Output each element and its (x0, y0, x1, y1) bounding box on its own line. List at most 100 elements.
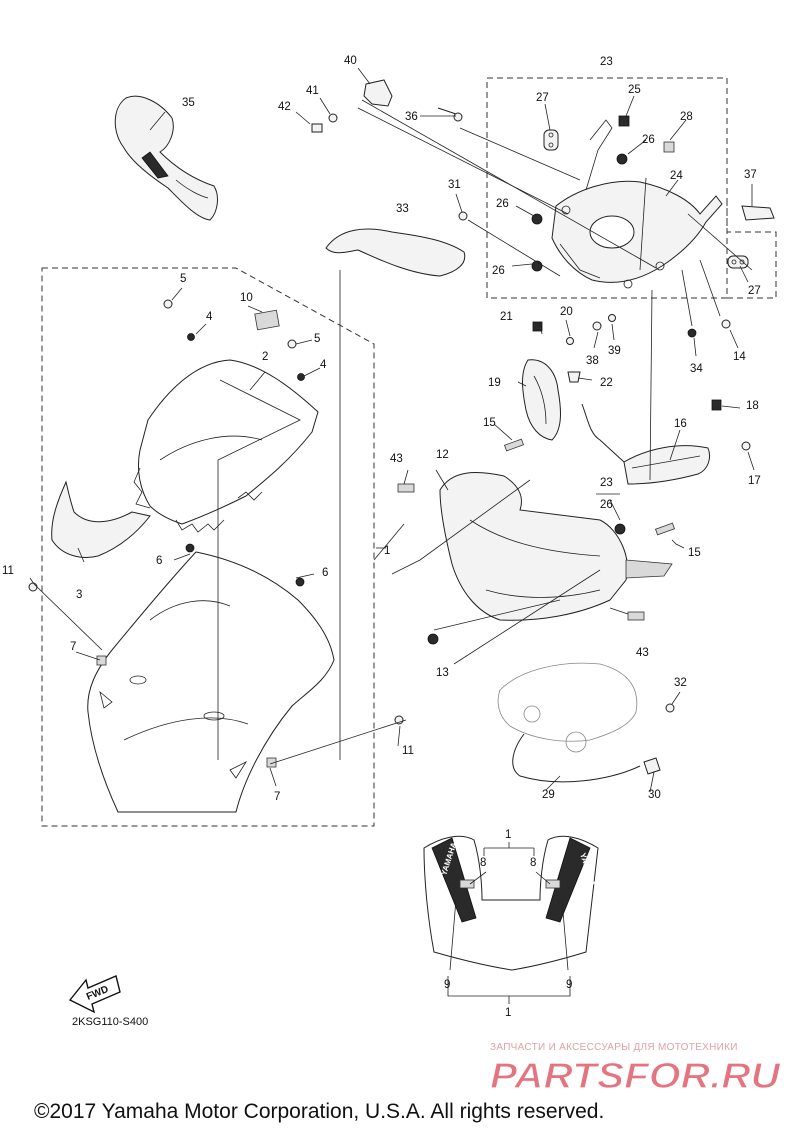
bolt-5 (163, 299, 173, 309)
callout-27: 27 (748, 285, 761, 297)
callout-19: 19 (488, 377, 501, 389)
clip-18 (711, 399, 722, 411)
callout-40: 40 (344, 55, 357, 67)
callout-37: 37 (744, 169, 757, 181)
grommet-4 (187, 333, 195, 341)
nut-21 (532, 321, 543, 332)
callout-26: 26 (492, 265, 505, 277)
bolt-5 (287, 339, 297, 349)
stay-assembly-extension (726, 200, 777, 299)
callout-11: 11 (2, 565, 14, 577)
grommet-13 (427, 633, 439, 645)
sub-lead-30 (643, 757, 661, 775)
callout-27: 27 (536, 92, 549, 104)
inner-stay-12 (439, 472, 673, 621)
callout-11: 11 (402, 745, 414, 757)
windshield (133, 359, 319, 533)
bracket-37 (741, 205, 775, 221)
callout-35: 35 (182, 97, 195, 109)
bolt-41 (328, 113, 338, 123)
callout-13: 13 (436, 667, 449, 679)
collar-28 (663, 141, 675, 153)
callout-36: 36 (405, 111, 418, 123)
callout-43: 43 (636, 647, 649, 659)
callout-26: 26 (496, 198, 509, 210)
callout-33: 33 (396, 203, 409, 215)
callout-15: 15 (688, 547, 701, 559)
callout-20: 20 (560, 306, 573, 318)
callout-4: 4 (206, 311, 213, 323)
bolt-11 (28, 582, 38, 592)
callout-12: 12 (436, 449, 449, 461)
collar-27 (727, 255, 749, 269)
inner-panel (51, 480, 151, 558)
callout-32: 32 (674, 677, 687, 689)
callout-43: 43 (390, 453, 403, 465)
bolt-42 (311, 123, 323, 133)
nut-7 (96, 655, 107, 666)
callout-30: 30 (648, 789, 661, 801)
callout-6: 6 (156, 555, 162, 567)
callout-25: 25 (628, 84, 641, 96)
headlight-reference (497, 662, 638, 753)
callout-22: 22 (600, 377, 613, 389)
callout-26: 26 (642, 134, 655, 146)
copyright-notice: ©2017 Yamaha Motor Corporation, U.S.A. A… (34, 1100, 605, 1123)
bolt-38 (592, 321, 602, 331)
bolt-39 (608, 314, 616, 322)
meter-visor (325, 228, 466, 277)
grommet-26 (531, 260, 543, 272)
callout-7: 7 (70, 641, 76, 653)
cover-16 (581, 403, 711, 485)
pad-10 (254, 309, 280, 331)
callout-3: 3 (76, 589, 82, 601)
watermark-tagline: ЗАПЧАСТИ И АКСЕССУАРЫ ДЛЯ МОТОТЕХНИКИ (490, 1042, 738, 1053)
callout-labels: 35 40 41 42 36 23 27 25 28 26 24 31 26 2… (2, 55, 761, 1019)
bolt-32 (665, 703, 675, 713)
nut-25 (618, 115, 630, 127)
callout-5: 5 (180, 273, 186, 285)
callout-38: 38 (586, 355, 599, 367)
callout-17: 17 (748, 475, 761, 487)
callout-24: 24 (670, 170, 683, 182)
callout-1: 1 (505, 829, 511, 841)
callout-15: 15 (483, 417, 496, 429)
callout-29: 29 (542, 789, 555, 801)
air-duct (522, 359, 561, 441)
damper-43 (627, 611, 645, 621)
grommet-26 (616, 153, 628, 165)
callout-23: 23 (600, 477, 613, 489)
bolt-36 (437, 107, 463, 122)
stay-assembly-boundary (486, 77, 728, 299)
callout-23: 23 (600, 56, 613, 68)
callout-28: 28 (680, 111, 693, 123)
nut-7 (266, 757, 277, 768)
callout-26: 26 (600, 499, 613, 511)
callout-1: 1 (505, 1007, 511, 1019)
callout-6: 6 (322, 567, 328, 579)
callout-2: 2 (262, 351, 268, 363)
damper-15 (655, 522, 675, 536)
callout-5: 5 (314, 333, 320, 345)
callout-34: 34 (690, 363, 703, 375)
bracket-40 (363, 79, 393, 107)
callout-7: 7 (274, 791, 280, 803)
grommet-26 (531, 213, 543, 225)
rear-view-mirror (114, 95, 218, 221)
callout-1: 1 (384, 545, 390, 557)
bolt-17 (741, 441, 751, 451)
lead-29 (512, 733, 641, 783)
damper-43 (397, 483, 415, 493)
callout-41: 41 (306, 85, 319, 97)
leader-lines (29, 67, 755, 1004)
callout-8: 8 (480, 857, 486, 869)
callout-39: 39 (608, 345, 621, 357)
grommet-26 (614, 523, 626, 535)
callout-8: 8 (530, 857, 536, 869)
callout-18: 18 (746, 400, 759, 412)
callout-42: 42 (278, 101, 291, 113)
upper-cowling (87, 551, 335, 813)
callout-14: 14 (733, 351, 746, 363)
grommet-6 (185, 543, 195, 553)
